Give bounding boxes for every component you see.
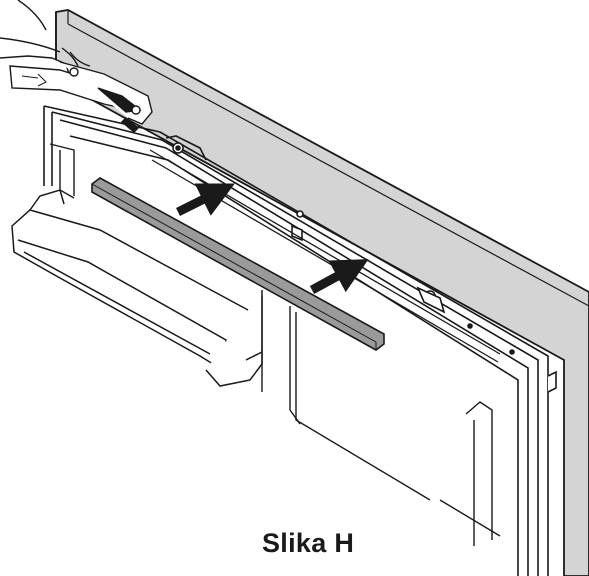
interior-compartment: [49, 143, 501, 546]
arrow-icon: [175, 183, 235, 217]
door-shelf: [11, 189, 263, 387]
appliance-door: [43, 105, 557, 576]
arrow-icon: [309, 259, 369, 294]
trim-strip: [91, 177, 385, 351]
spring-clamp-icon: [0, 0, 153, 133]
figure-caption: Slika H: [262, 528, 355, 558]
insertion-arrows: [175, 183, 369, 294]
